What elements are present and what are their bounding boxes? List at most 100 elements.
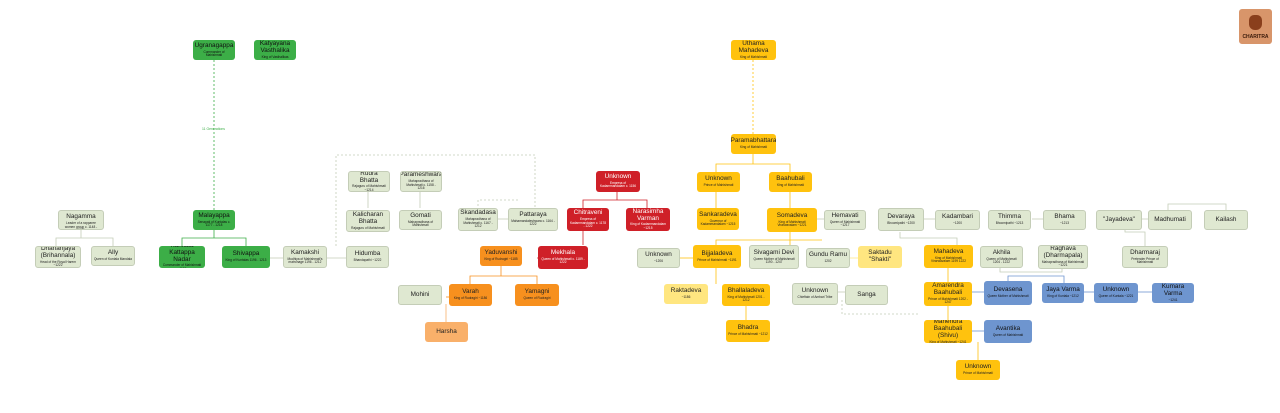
person-title: Mahapradhana of Mahishmati c. 1167 - 121… — [463, 217, 493, 229]
person-name: Rudra Bhatta — [359, 171, 379, 184]
person-name: "Jayadeva" — [1103, 215, 1135, 223]
person-name: Sanga — [857, 290, 876, 298]
person-name: Unknown — [705, 175, 732, 183]
person-node-kadambari: Kadambari~1200 — [935, 210, 980, 230]
person-title: Leader of a rapparee women group c. 1148… — [64, 221, 98, 229]
person-node-mohini: Mohini — [398, 285, 442, 305]
person-name: Yamagni — [524, 288, 550, 296]
person-name: Kalicharan Bhatta — [352, 210, 384, 225]
generations-annotation: 11 Generations — [202, 127, 225, 131]
person-node-mahendra: Mahendra Baahubali (Shivu)King of Mahish… — [924, 320, 972, 343]
person-name: Ally — [107, 249, 119, 257]
person-title: King of Mahishmati Virarwavalam ~1221 — [777, 219, 807, 227]
person-name: Bhama — [1054, 213, 1075, 221]
person-name: Gundu Ramu — [809, 251, 848, 259]
person-title: King of Mahishmati — [739, 54, 768, 59]
person-title: Pretender Prince of Mahishmati — [1131, 256, 1159, 264]
person-title: Queen of Mahishmati c. 1189 - 1222 — [541, 257, 585, 265]
person-name: Unknown — [801, 287, 829, 295]
person-name: "Karikala" Kattappa Nadar — [168, 246, 196, 263]
person-title: Queen of Mahishmati ~1217 — [829, 219, 861, 227]
person-title: 1202 — [824, 259, 832, 264]
person-name: Mohini — [410, 290, 430, 298]
person-name: Parameshwara — [400, 171, 442, 179]
person-name: Kailash — [1215, 215, 1237, 223]
person-name: Jaya Varma — [1046, 286, 1080, 294]
person-name: Yaduvanshi — [484, 249, 518, 257]
person-name: Bhallaladeva — [727, 286, 765, 294]
person-name: Bijjaladeva — [701, 249, 733, 257]
person-node-jayadeva: "Jayadeva" — [1096, 210, 1142, 230]
person-node-madhumati: Madhumati — [1148, 210, 1192, 230]
person-name: Kumara Varma — [1161, 283, 1185, 297]
hand-icon — [1249, 15, 1262, 30]
person-title: Prince of Mahishmati ~1191 — [697, 257, 737, 262]
person-name: Kadambari — [942, 213, 973, 221]
person-name: Mekhala — [550, 249, 576, 257]
person-name: Gomati — [410, 211, 431, 219]
person-title: Prince of Mahishmati — [963, 371, 993, 376]
person-name: Paramabhattara — [731, 137, 776, 145]
person-title: Mahapradhana of Mahishmati c. 1158 - 121… — [406, 179, 436, 191]
person-name: Somadeva — [776, 211, 808, 219]
person-name: Narasimha Varman — [632, 208, 664, 222]
person-title: Queen of Rudragiri — [523, 296, 551, 301]
person-title: King of Mahishmati 1201 - 1212 — [727, 294, 765, 302]
person-title: Queen Mother of Mahishmati 1190 - 1247 — [753, 256, 795, 264]
person-node-raktadeva: Raktadeva~1186 — [664, 284, 708, 304]
person-title: Rajaguru of Mahishmati ~1214 — [352, 184, 386, 192]
person-node-sanga: Sanga — [845, 285, 888, 305]
person-node-raghava: Raghava (Dharmapala)Mahapradhana of Mahi… — [1038, 245, 1088, 269]
person-name: Unknown — [1102, 286, 1130, 294]
person-name: Baahubali — [776, 175, 805, 183]
person-name: Amarendra Baahubali — [932, 282, 964, 297]
person-title: Commander of Mahishmati ~1195 — [162, 263, 202, 268]
person-title: Mudhiya of Mahishmati's matronage 1196 -… — [287, 256, 323, 264]
person-name: Devaraya — [887, 212, 915, 220]
person-title: Governor of Kadammandalam ~1215 — [700, 218, 736, 226]
person-name: Hidumba — [354, 250, 381, 258]
person-name: Unknown — [645, 251, 672, 259]
person-title: King of Mahishmati ~1241 — [929, 339, 967, 343]
person-title: King of Mahishmati Virarwavalam 1199 122… — [931, 256, 966, 264]
person-title: Empress of Kadammandalam c. 1178 - 1222 — [569, 217, 607, 229]
person-node-dhananjaya: Dhananjaya (Brihannala)Head of the Royal… — [35, 246, 81, 268]
person-name: Achi Nagamma — [66, 211, 96, 221]
person-title: King of Rudragiri ~1186 — [453, 296, 488, 301]
person-name: Devasena — [993, 286, 1023, 294]
person-name: Raghava (Dharmapala) — [1043, 245, 1083, 260]
person-name: Katyayana Vasthalika — [259, 40, 291, 54]
person-name: Dharmaraj — [1130, 248, 1160, 256]
person-node-harsha: Harsha — [425, 322, 468, 342]
person-name: Unknown — [964, 363, 992, 371]
person-title: Prince of Mahishmati — [703, 183, 734, 188]
